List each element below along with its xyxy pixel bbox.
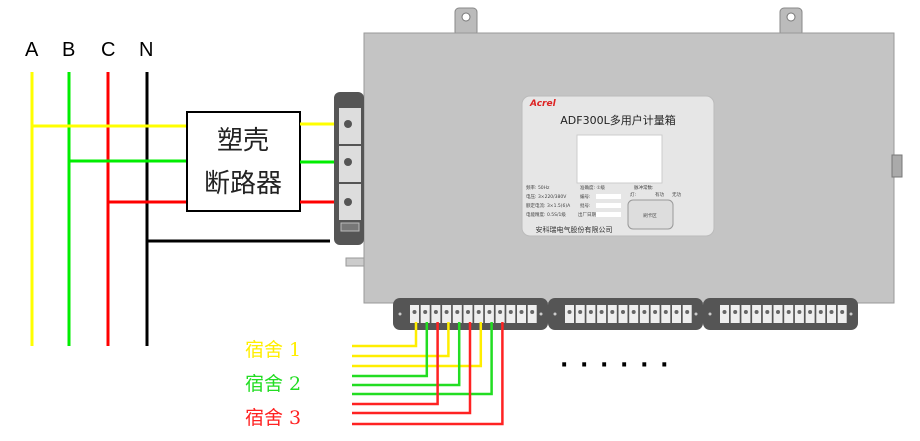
terminal (586, 305, 596, 323)
terminal-strip (548, 298, 703, 330)
terminal (837, 305, 847, 323)
dorm-wire (352, 322, 418, 348)
dorm-wire (352, 322, 439, 406)
spec-text: 频率: 50Hz (526, 184, 550, 191)
spec-text: 脉冲常数: (634, 184, 654, 191)
dorm-wire (352, 322, 472, 415)
terminal (431, 305, 441, 323)
mounting-tab (779, 7, 803, 37)
terminal (442, 305, 452, 323)
field-box (596, 203, 621, 208)
terminal (565, 305, 574, 323)
spec-text: 有功 (655, 191, 664, 198)
terminal (506, 305, 516, 323)
dorm-wire (352, 322, 450, 358)
terminal (463, 305, 473, 323)
terminal (773, 305, 783, 323)
field-box (596, 194, 621, 199)
phase-label-c: C (101, 39, 115, 61)
spec-text: 无功 (672, 191, 681, 198)
breaker-box (186, 111, 301, 212)
terminal (495, 305, 505, 323)
terminal (639, 305, 649, 323)
spec-text: 电能精度: 0.5S/1级 (526, 211, 566, 218)
terminal (827, 305, 836, 323)
breaker-label-1: 塑壳 (217, 126, 269, 156)
dorm-label-3: 宿舍 3 (245, 407, 301, 429)
terminal (484, 305, 494, 323)
terminal (682, 305, 692, 323)
terminal (672, 305, 681, 323)
brand-logo: Acrel (529, 99, 557, 109)
side-latch (891, 154, 903, 178)
terminal (629, 305, 639, 323)
terminal-strip (703, 298, 858, 330)
dorm-label-1: 宿舍 1 (245, 339, 301, 361)
terminal (805, 305, 815, 323)
field-box (596, 212, 621, 217)
terminal (816, 305, 826, 323)
phase-label-n: N (139, 39, 153, 61)
terminal (730, 305, 740, 323)
terminal (517, 305, 526, 323)
card-reader-area (627, 199, 674, 230)
breaker-label-2: 断路器 (204, 169, 282, 199)
dorm-wire (352, 322, 493, 396)
spec-text: 额定电流: 3×1.5(6)A (526, 202, 571, 209)
terminal (607, 305, 617, 323)
spec-text: 准确度: ①级 (580, 184, 605, 191)
display-window (576, 134, 663, 184)
terminal (720, 305, 729, 323)
dorm-label-2: 宿舍 2 (245, 373, 301, 395)
dorm-wire (352, 322, 461, 387)
bracket (345, 257, 365, 267)
terminal (618, 305, 628, 323)
terminal (474, 305, 484, 323)
dorm-wire (352, 322, 483, 368)
terminal (794, 305, 804, 323)
company-name: 安科瑞电气股份有限公司 (536, 225, 613, 234)
terminal-strip (393, 298, 548, 330)
terminal (784, 305, 794, 323)
dorm-wire (352, 322, 429, 378)
phase-label-a: A (25, 39, 39, 61)
terminal (527, 305, 537, 323)
spec-text: 出厂日期: (578, 211, 598, 218)
terminal (741, 305, 751, 323)
terminal (762, 305, 772, 323)
input-terminal-block (334, 92, 364, 245)
continuation-ellipsis: · · · · · · (560, 353, 670, 378)
terminal (752, 305, 762, 323)
spec-text: 灯: (630, 191, 636, 198)
spec-text: 电压: 3×220/380V (526, 193, 567, 200)
mounting-tab (454, 7, 478, 37)
spec-text: 批号: (580, 202, 591, 209)
phase-label-b: B (62, 39, 75, 61)
terminal (661, 305, 671, 323)
terminal (650, 305, 660, 323)
terminal (575, 305, 585, 323)
terminal (420, 305, 430, 323)
terminal (410, 305, 419, 323)
spec-text: 编号: (580, 193, 591, 200)
dorm-wire (352, 322, 504, 426)
terminal (597, 305, 607, 323)
card-reader-label: 刷卡区 (643, 212, 657, 219)
model-title: ADF300L多用户计量箱 (560, 113, 675, 127)
terminal (452, 305, 462, 323)
